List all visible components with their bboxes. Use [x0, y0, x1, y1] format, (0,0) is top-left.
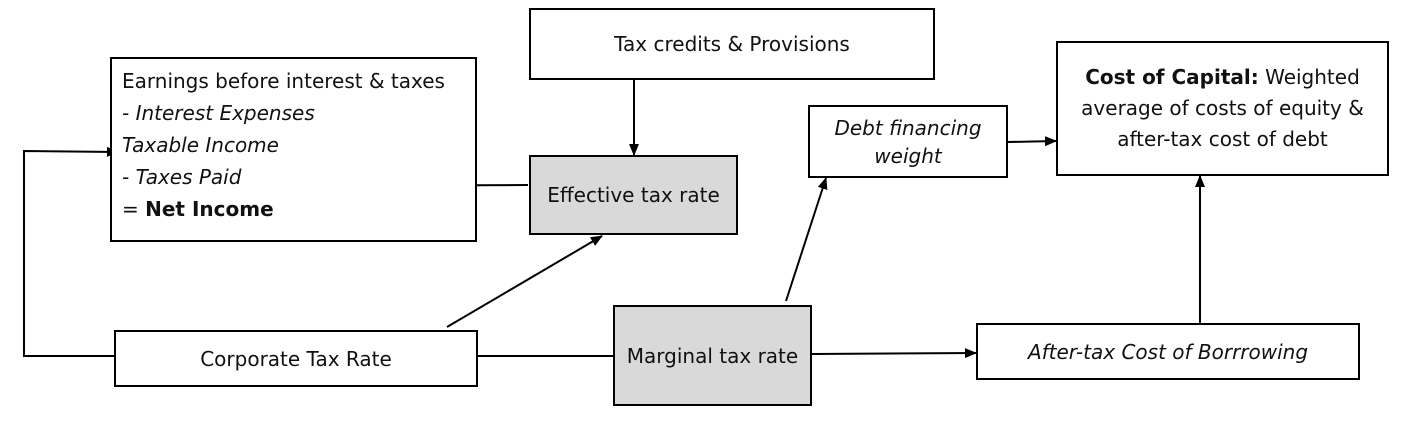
tax-credits-box: Tax credits & Provisions [529, 8, 935, 80]
cost-of-capital-text: Cost of Capital: Weighted average of cos… [1073, 62, 1373, 155]
debt-financing-weight-text: Debt financing weight [834, 114, 981, 170]
tax-credits-label: Tax credits & Provisions [614, 32, 850, 56]
weight-label: weight [874, 143, 942, 168]
debt-financing-label: Debt financing [834, 115, 982, 140]
arrow-corporate-rate-to-taxable-income [23, 146, 119, 357]
debt-financing-weight-box: Debt financing weight [808, 105, 1008, 178]
cost-of-capital-title: Cost of Capital: [1085, 65, 1259, 89]
after-tax-cost-label: After-tax Cost of Borrrowing [1027, 339, 1309, 364]
effective-tax-rate-box: Effective tax rate [529, 155, 738, 235]
income-statement-box: Earnings before interest & taxes - Inter… [110, 57, 477, 242]
marginal-tax-rate-box: Marginal tax rate [613, 305, 812, 406]
effective-tax-rate-label: Effective tax rate [547, 183, 720, 207]
interest-expenses-label: - Interest Expenses [122, 101, 315, 125]
ebit-label: Earnings before interest & taxes [122, 69, 445, 93]
arrow-debt-weight-to-cost-of-capital [1007, 136, 1057, 147]
arrow-marginal-rate-to-debt-weight [785, 177, 828, 302]
net-income-label: Net Income [145, 197, 274, 221]
corporate-tax-rate-box: Corporate Tax Rate [114, 330, 478, 387]
cost-of-capital-description: Weighted average of costs of equity & af… [1081, 65, 1371, 151]
arrow-marginal-rate-to-after-tax-cost [811, 348, 977, 359]
arrow-corporate-rate-to-effective-rate [446, 235, 603, 328]
cost-of-capital-box: Cost of Capital: Weighted average of cos… [1056, 41, 1389, 176]
taxable-income-label: Taxable Income [122, 133, 279, 157]
marginal-tax-rate-label: Marginal tax rate [626, 343, 799, 368]
net-income-prefix: = [122, 197, 146, 221]
taxes-paid-label: - Taxes Paid [122, 165, 242, 189]
after-tax-cost-box: After-tax Cost of Borrrowing [976, 323, 1360, 380]
net-income-line: = Net Income [122, 193, 475, 225]
corporate-tax-rate-label: Corporate Tax Rate [200, 346, 392, 371]
